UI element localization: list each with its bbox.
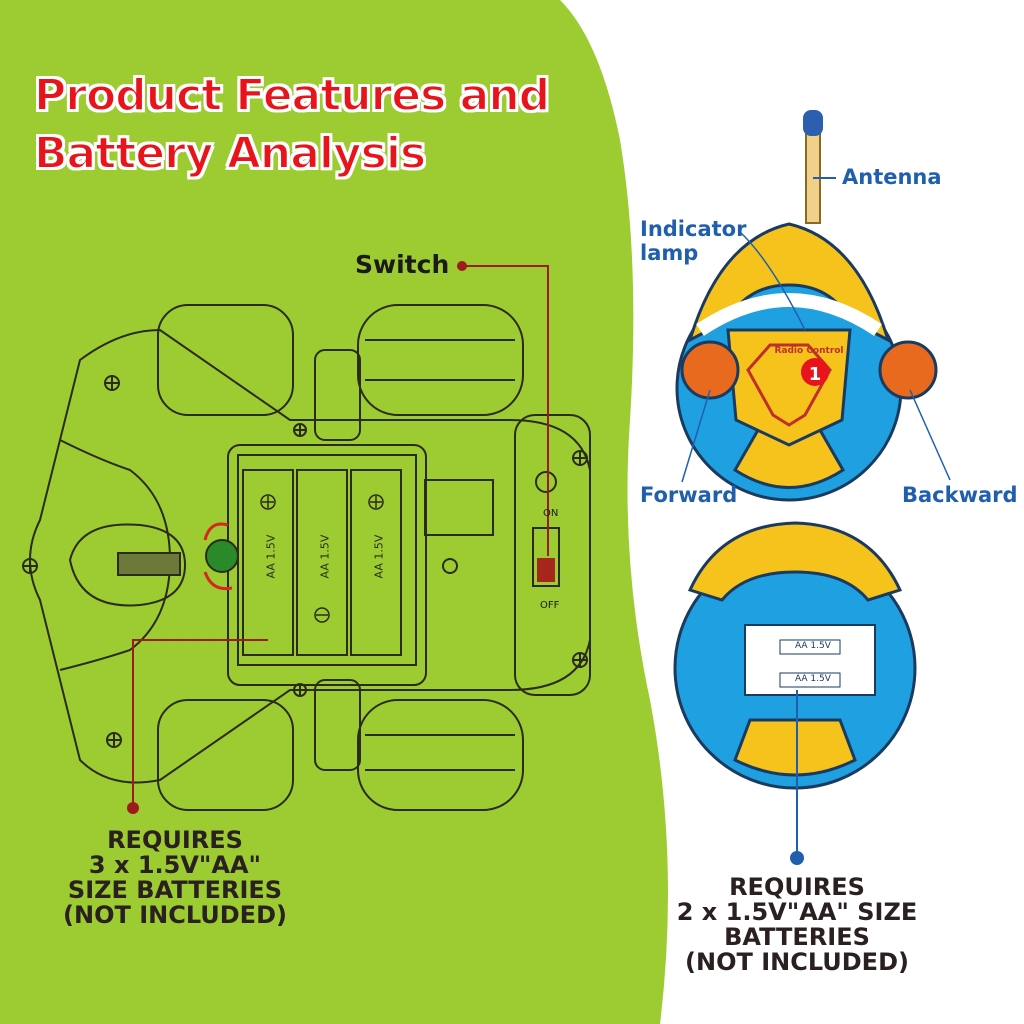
backward-label: Backward bbox=[902, 483, 1018, 507]
badge-number: 1 bbox=[809, 364, 822, 385]
page-title-line-2: Battery Analysis bbox=[33, 127, 427, 180]
car-req-line-2: 3 x 1.5V"AA" bbox=[88, 851, 262, 879]
car-req-line-4: (NOT INCLUDED) bbox=[63, 901, 287, 929]
switch-off-label: OFF bbox=[540, 600, 560, 611]
rotate-arrow-icon bbox=[203, 522, 229, 541]
antenna-label: Antenna bbox=[842, 165, 942, 189]
remote-bottom-view bbox=[673, 521, 917, 790]
remote-battery-requirement: REQUIRES 2 x 1.5V"AA" SIZE BATTERIES (NO… bbox=[662, 875, 932, 975]
battery-symbols bbox=[260, 494, 384, 623]
battery-callout-line bbox=[132, 639, 268, 808]
car-battery-label-2: AA 1.5V bbox=[318, 534, 332, 579]
forward-label: Forward bbox=[640, 483, 738, 507]
remote-req-line-2: 2 x 1.5V"AA" SIZE bbox=[676, 898, 918, 926]
car-req-line-1: REQUIRES bbox=[107, 826, 243, 854]
badge-text: Radio Control bbox=[774, 346, 843, 356]
car-battery-label-3: AA 1.5V bbox=[372, 534, 386, 579]
remote-req-line-1: REQUIRES bbox=[729, 873, 865, 901]
switch-label: Switch bbox=[355, 250, 450, 279]
remote-req-line-3: BATTERIES bbox=[724, 923, 870, 951]
power-switch-slider bbox=[537, 558, 555, 582]
remote-top-view bbox=[675, 110, 938, 502]
switch-on-label: ON bbox=[543, 508, 559, 519]
page-title-line-1: Product Features and bbox=[33, 69, 551, 122]
remote-req-line-4: (NOT INCLUDED) bbox=[685, 948, 909, 976]
car-bottom-view bbox=[22, 304, 591, 811]
remote-battery-callout-dot bbox=[790, 851, 804, 865]
remote-battery-label-1: AA 1.5V bbox=[795, 641, 831, 651]
indicator-callout-line bbox=[739, 231, 806, 331]
indicator-label-line-2: lamp bbox=[640, 241, 699, 265]
car-req-line-3: SIZE BATTERIES bbox=[67, 876, 283, 904]
battery-callout-dot bbox=[127, 802, 139, 814]
backward-callout-line bbox=[909, 389, 951, 481]
switch-callout-line bbox=[462, 265, 549, 556]
remote-battery-label-2: AA 1.5V bbox=[795, 674, 831, 684]
car-battery-requirement: REQUIRES 3 x 1.5V"AA" SIZE BATTERIES (NO… bbox=[30, 828, 320, 928]
indicator-label-line-1: Indicator bbox=[640, 217, 747, 241]
forward-callout-line bbox=[681, 389, 711, 483]
rotate-arrow-icon bbox=[203, 571, 233, 591]
car-battery-label-1: AA 1.5V bbox=[264, 534, 278, 579]
switch-callout-dot bbox=[457, 261, 467, 271]
